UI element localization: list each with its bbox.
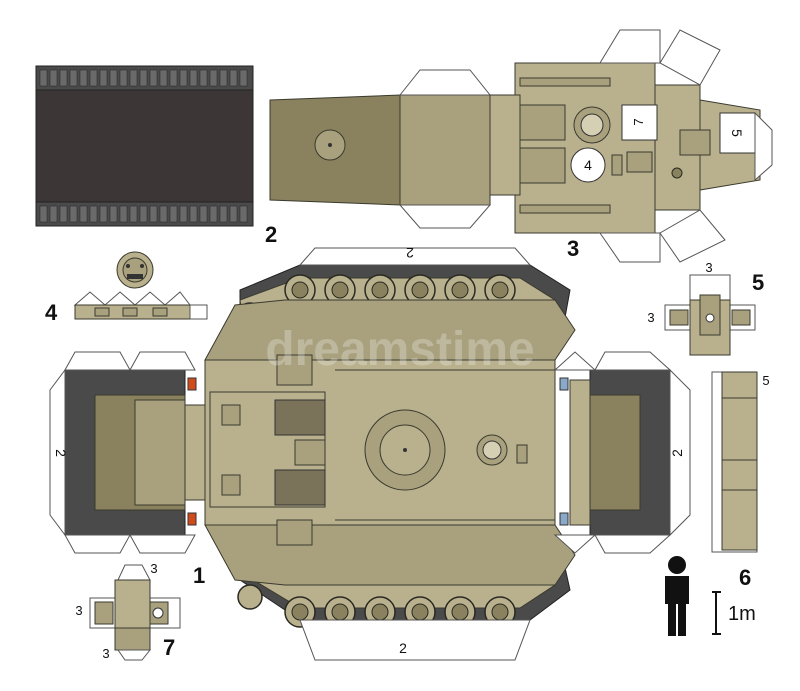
tread-link <box>109 69 118 87</box>
tread-link <box>59 69 68 87</box>
tread-link <box>179 69 188 87</box>
glue-mark-part7-bottom: 3 <box>102 646 109 661</box>
tread-link <box>49 205 58 223</box>
wheel-hub <box>371 281 389 299</box>
part-label-6: 6 <box>739 565 751 590</box>
tread-link <box>229 205 238 223</box>
wheel-hub <box>491 281 509 299</box>
wheel-hub <box>291 281 309 299</box>
part-label-4: 4 <box>45 300 58 325</box>
tread-link <box>239 69 248 87</box>
part-7-piece <box>89 564 181 661</box>
glue-mark-hull-top: 2 <box>406 245 414 261</box>
idler-wheel <box>237 584 263 610</box>
tread-link <box>159 69 168 87</box>
tread-link <box>109 205 118 223</box>
part-label-3: 3 <box>567 236 579 261</box>
glue-mark-hull-right: 2 <box>669 449 685 457</box>
wheel-hub <box>451 281 469 299</box>
part-4-strip <box>73 251 208 320</box>
tread-link <box>79 69 88 87</box>
glue-mark-part7-left: 3 <box>75 603 82 618</box>
part-2-track-belt <box>35 65 254 227</box>
tread-link <box>39 205 48 223</box>
part-label-5: 5 <box>752 270 764 295</box>
tread-link <box>119 205 128 223</box>
wheel-hub <box>371 603 389 621</box>
tread-link <box>59 205 68 223</box>
wheel-hub <box>411 281 429 299</box>
tread-link <box>69 205 78 223</box>
tread-link <box>199 69 208 87</box>
part-6-strip <box>711 371 758 553</box>
wheel-hub <box>331 603 349 621</box>
tread-link <box>219 205 228 223</box>
glue-mark-part5-left: 3 <box>647 310 654 325</box>
tread-link <box>189 69 198 87</box>
tread-link <box>149 205 158 223</box>
glue-mark-part7-top: 3 <box>150 561 157 576</box>
part-label-1: 1 <box>193 563 205 588</box>
glue-mark-turret-square: 7 <box>631 118 646 125</box>
tread-link <box>139 69 148 87</box>
glue-mark-hull-bottom: 2 <box>399 640 407 656</box>
tread-link <box>99 205 108 223</box>
wheel-hub <box>411 603 429 621</box>
tread-link <box>139 205 148 223</box>
wheel-hub <box>451 603 469 621</box>
tread-link <box>209 69 218 87</box>
glue-mark-turret-right: 5 <box>729 129 745 137</box>
tread-link <box>69 69 78 87</box>
glue-mark-turret-circle: 4 <box>584 157 592 173</box>
tread-link <box>209 205 218 223</box>
tread-link <box>169 205 178 223</box>
tread-link <box>119 69 128 87</box>
tread-link <box>129 69 138 87</box>
tread-link <box>229 69 238 87</box>
human-scale-figure <box>665 556 721 636</box>
tread-link <box>169 69 178 87</box>
scale-label: 1m <box>728 603 756 625</box>
wheel-hub <box>331 281 349 299</box>
tread-link <box>49 69 58 87</box>
wheel-hub <box>291 603 309 621</box>
tread-link <box>79 205 88 223</box>
wheel-hub <box>491 603 509 621</box>
tread-link <box>39 69 48 87</box>
part-3-turret <box>269 29 773 263</box>
tread-link <box>99 69 108 87</box>
glue-mark-part6-side: 5 <box>762 373 769 388</box>
tread-link <box>129 205 138 223</box>
tread-link <box>179 205 188 223</box>
tread-link <box>189 205 198 223</box>
part-1-hull <box>49 247 691 661</box>
glue-mark-part5-top: 3 <box>705 260 712 275</box>
tread-link <box>159 205 168 223</box>
tread-link <box>219 69 228 87</box>
part-label-7: 7 <box>163 635 175 660</box>
part-5-piece <box>664 274 756 356</box>
tread-link <box>149 69 158 87</box>
tread-link <box>199 205 208 223</box>
tread-link <box>239 205 248 223</box>
watermark: dreamstime <box>265 323 534 376</box>
tread-link <box>89 69 98 87</box>
glue-mark-hull-left: 2 <box>53 449 69 457</box>
part-label-2: 2 <box>265 222 277 247</box>
tread-link <box>89 205 98 223</box>
